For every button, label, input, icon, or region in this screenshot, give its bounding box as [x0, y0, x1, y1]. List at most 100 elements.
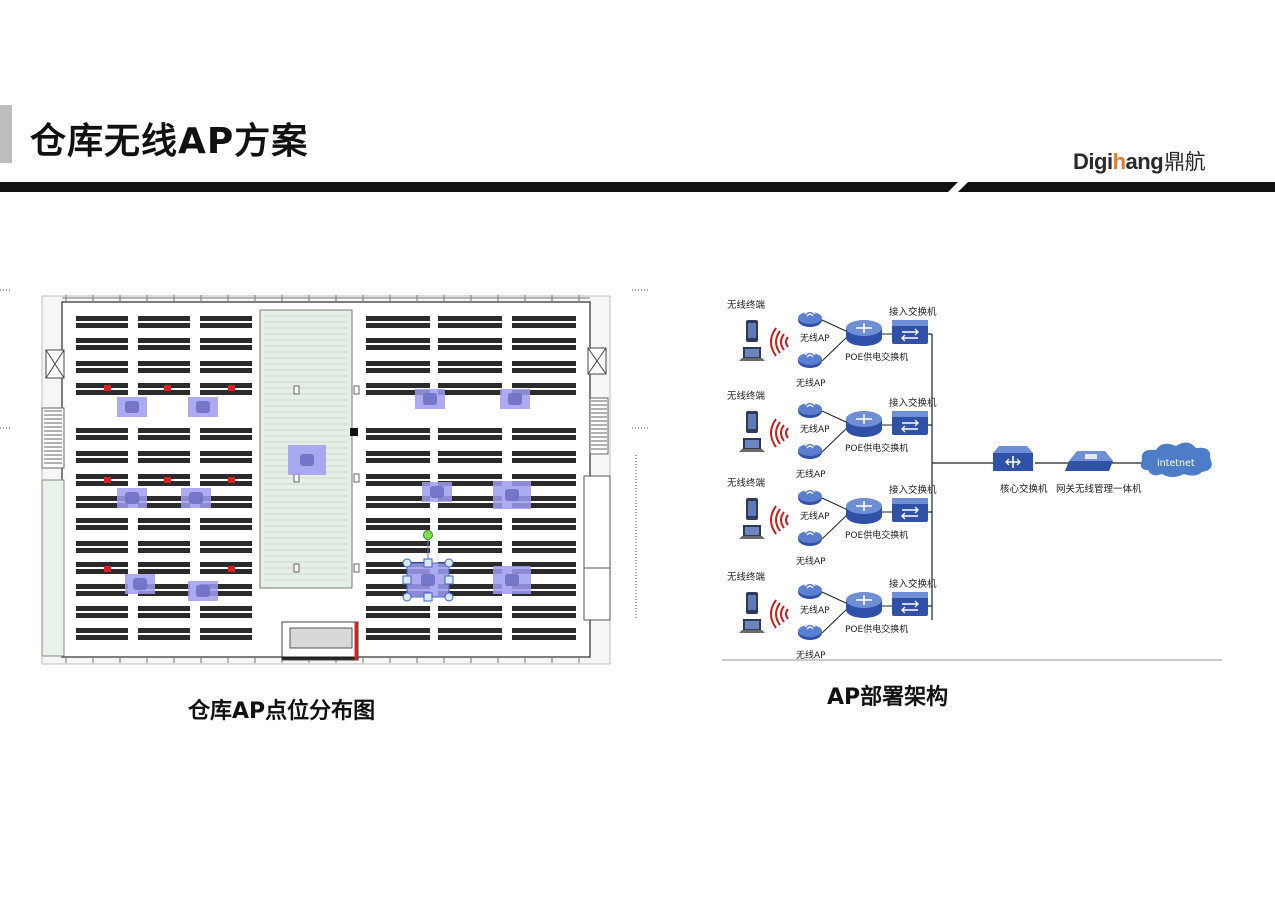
selected-ap-handles[interactable]: [402, 530, 454, 602]
fire-extinguisher-marker: [164, 477, 171, 483]
rack-row: [438, 628, 502, 640]
access-switch-label: 接入交换机: [889, 306, 937, 318]
rack-row: [200, 451, 252, 463]
rack-row: [512, 428, 576, 440]
rack-row: [438, 316, 502, 328]
wireless-ap-icon: [797, 310, 823, 328]
rack-row: [138, 428, 190, 440]
terminal-label: 无线终端: [727, 571, 766, 583]
rack-row: [512, 338, 576, 350]
fire-extinguisher-marker: [164, 385, 171, 391]
columns: [293, 385, 360, 573]
ap-placement-marker[interactable]: [493, 566, 531, 594]
rack-row: [366, 383, 430, 395]
ap-placement-marker[interactable]: [493, 481, 531, 509]
tablet-icon: [746, 592, 758, 614]
access-switch-icon: [891, 591, 929, 617]
logo-text-accent: h: [1112, 149, 1126, 174]
fire-extinguisher-marker: [104, 566, 111, 572]
rack-row: [366, 316, 430, 328]
rack-row: [138, 474, 190, 486]
rack-row: [138, 562, 190, 574]
fire-extinguisher-marker: [104, 385, 111, 391]
rack-row: [200, 541, 252, 553]
ap-placement-marker[interactable]: [500, 389, 530, 409]
rack-row: [138, 338, 190, 350]
rack-row: [512, 541, 576, 553]
rack-row: [138, 518, 190, 530]
rack-row: [512, 584, 576, 596]
rack-row: [512, 383, 576, 395]
ap-placement-marker[interactable]: [117, 397, 147, 417]
warehouse-floor-plan: [41, 295, 611, 665]
rack-row: [138, 606, 190, 618]
rack-row: [366, 562, 430, 574]
tablet-icon: [746, 411, 758, 433]
title-accent-bar: [0, 105, 12, 163]
laptop-icon: [739, 347, 765, 361]
ap-placement-marker[interactable]: [407, 563, 449, 597]
rack-row: [138, 584, 190, 596]
access-switch-icon: [891, 319, 929, 345]
ap-label: 无线AP: [796, 649, 826, 661]
rack-row: [366, 361, 430, 373]
rack-row: [200, 338, 252, 350]
ap-placement-marker[interactable]: [188, 397, 218, 417]
internet-cloud: [1140, 442, 1212, 477]
rack-row: [76, 584, 128, 596]
ap-placement-marker[interactable]: [415, 389, 445, 409]
rack-row: [438, 361, 502, 373]
header-rule: [0, 182, 1275, 192]
wireless-ap-icon: [797, 442, 823, 460]
poe-switch-label: POE供电交换机: [845, 623, 908, 635]
rack-row: [512, 518, 576, 530]
rack-row: [512, 474, 576, 486]
left-annex-room: [41, 479, 65, 657]
rack-row: [366, 606, 430, 618]
fire-extinguisher-marker: [228, 566, 235, 572]
wireless-ap-icon: [797, 529, 823, 547]
ap-label: 无线AP: [796, 377, 826, 389]
right-room-upper: [583, 475, 611, 573]
rack-row: [76, 606, 128, 618]
rack-row: [366, 496, 430, 508]
rack-row: [200, 383, 252, 395]
poe-switch-label: POE供电交换机: [845, 351, 908, 363]
edge-dots: [0, 289, 650, 618]
rack-row: [138, 451, 190, 463]
rack-row: [438, 541, 502, 553]
poe-switch-icon: [845, 591, 883, 619]
rack-row: [438, 518, 502, 530]
rack-row: [76, 383, 128, 395]
laptop-icon: [739, 619, 765, 633]
ap-placement-marker[interactable]: [181, 488, 211, 508]
wireless-ap-icon: [797, 488, 823, 506]
rack-row: [438, 584, 502, 596]
rack-row: [438, 606, 502, 618]
wireless-signal-icon: [770, 418, 789, 448]
poe-switch-icon: [845, 319, 883, 347]
terminal-label: 无线终端: [727, 477, 766, 489]
access-switch-icon: [891, 410, 929, 436]
internet-label: intetnet: [1157, 458, 1195, 469]
ap-label: 无线AP: [800, 604, 830, 616]
ap-placement-marker[interactable]: [125, 574, 155, 594]
ap-placement-marker[interactable]: [188, 581, 218, 601]
rack-row: [438, 338, 502, 350]
rack-row: [76, 496, 128, 508]
right-room-lower: [583, 567, 611, 621]
gateway-appliance: [1065, 451, 1113, 471]
ap-placement-marker[interactable]: [422, 482, 452, 502]
terminal-label: 无线终端: [727, 299, 766, 311]
ap-label: 无线AP: [796, 555, 826, 567]
rack-row: [76, 338, 128, 350]
rack-row: [200, 584, 252, 596]
ap-placement-marker[interactable]: [288, 445, 326, 475]
wireless-ap-icon: [797, 351, 823, 369]
ap-placement-marker[interactable]: [117, 488, 147, 508]
rack-row: [366, 584, 430, 596]
logo-text-cn: 鼎航: [1164, 151, 1206, 174]
